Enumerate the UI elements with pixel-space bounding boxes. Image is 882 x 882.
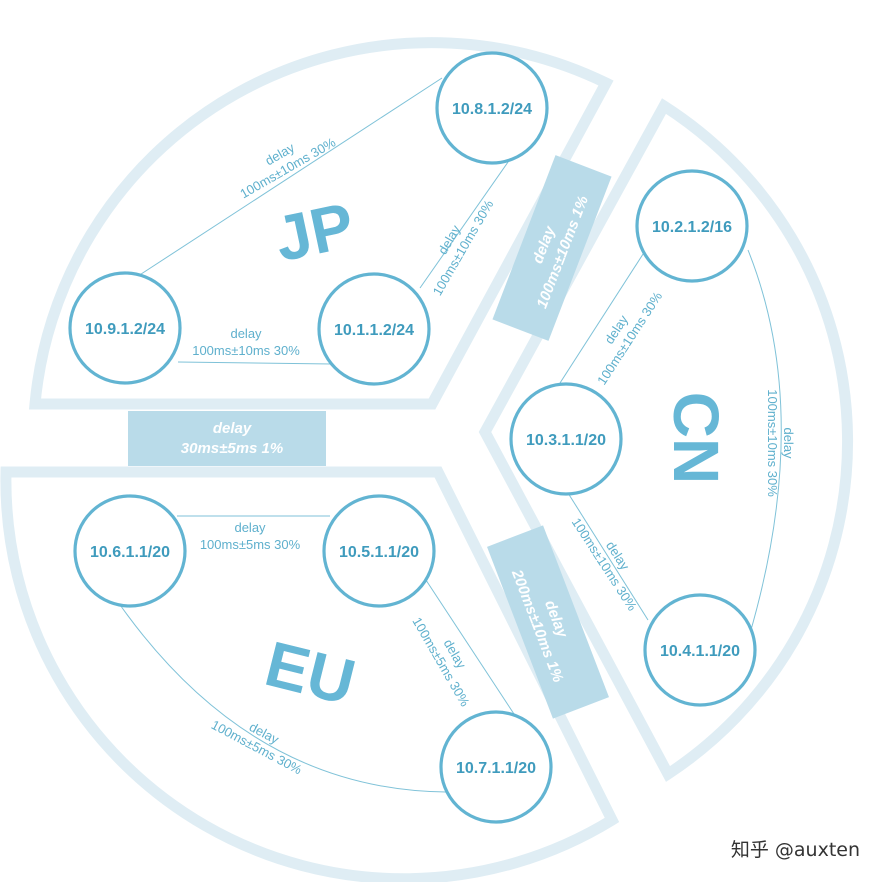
svg-text:100ms±10ms 30%: 100ms±10ms 30%	[192, 343, 300, 358]
svg-text:delay: delay	[234, 520, 266, 535]
node-10-4[interactable]: 10.4.1.1/20	[643, 593, 757, 707]
node-10-1[interactable]: 10.1.1.2/24	[317, 272, 431, 386]
svg-text:delay: delay	[230, 326, 262, 341]
jp-cn-link-band: delay 100ms±10ms 1%	[492, 155, 612, 341]
node-10-5[interactable]: 10.5.1.1/20	[322, 494, 436, 608]
svg-text:100ms±10ms 30%: 100ms±10ms 30%	[765, 389, 780, 497]
watermark: 知乎 @auxten	[731, 839, 860, 861]
cn-link-2-3	[559, 250, 646, 384]
jp-eu-link-band: delay 30ms±5ms 1%	[128, 411, 326, 466]
jp-eu-link-value: 30ms±5ms 1%	[181, 440, 283, 457]
region-label-jp: JP	[269, 189, 361, 276]
jp-eu-link-title: delay	[213, 420, 252, 437]
svg-text:10.6.1.1/20: 10.6.1.1/20	[90, 544, 170, 561]
svg-text:10.8.1.2/24: 10.8.1.2/24	[452, 101, 532, 118]
node-10-3[interactable]: 10.3.1.1/20	[509, 382, 623, 496]
node-10-8[interactable]: 10.8.1.2/24	[435, 51, 549, 165]
node-10-9[interactable]: 10.9.1.2/24	[68, 271, 182, 385]
svg-text:10.5.1.1/20: 10.5.1.1/20	[339, 544, 419, 561]
cn-link-3-4	[567, 492, 649, 621]
jp-link-9-1	[177, 361, 333, 365]
node-10-6[interactable]: 10.6.1.1/20	[73, 494, 187, 608]
region-label-cn: CN	[660, 392, 732, 484]
cn-eu-link-band: delay 200ms±10ms 1%	[487, 525, 609, 719]
jp-link-9-1-label: delay 100ms±10ms 30%	[192, 326, 300, 358]
svg-text:10.4.1.1/20: 10.4.1.1/20	[660, 643, 740, 660]
svg-text:10.1.1.2/24: 10.1.1.2/24	[334, 322, 414, 339]
svg-text:10.2.1.2/16: 10.2.1.2/16	[652, 219, 732, 236]
jp-link-9-8	[134, 77, 443, 279]
eu-link-6-5-label: delay 100ms±5ms 30%	[200, 520, 301, 552]
svg-text:10.3.1.1/20: 10.3.1.1/20	[526, 432, 606, 449]
svg-text:delay: delay	[781, 427, 796, 459]
svg-text:10.7.1.1/20: 10.7.1.1/20	[456, 760, 536, 777]
node-10-7[interactable]: 10.7.1.1/20	[439, 710, 553, 824]
jp-link-1-8	[419, 151, 516, 289]
node-10-2[interactable]: 10.2.1.2/16	[635, 169, 749, 283]
cn-link-2-4-label: delay 100ms±10ms 30%	[765, 389, 796, 497]
cn-link-2-4	[744, 249, 782, 651]
svg-text:100ms±5ms 30%: 100ms±5ms 30%	[200, 537, 301, 552]
eu-link-5-7	[421, 573, 515, 715]
eu-link-6-7	[117, 601, 447, 793]
svg-text:10.9.1.2/24: 10.9.1.2/24	[85, 321, 165, 338]
